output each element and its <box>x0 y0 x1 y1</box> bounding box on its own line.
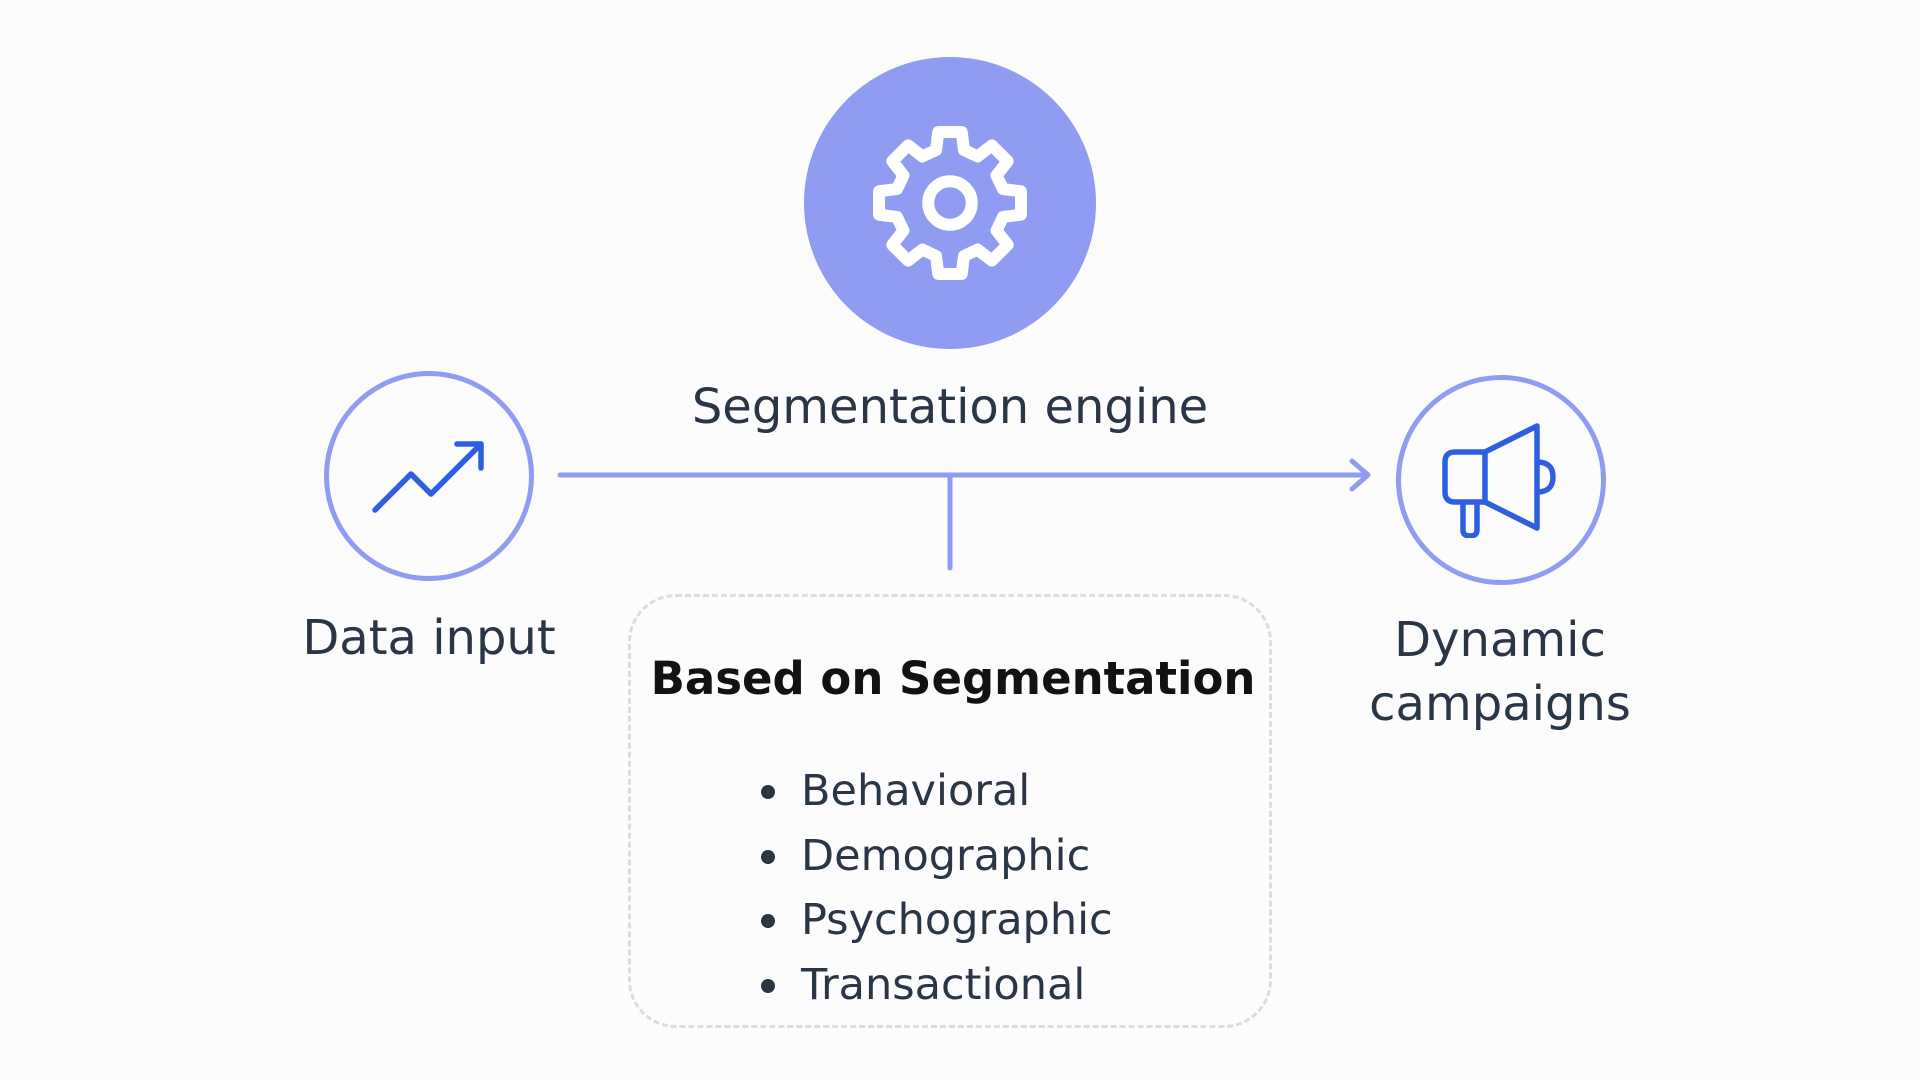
dynamic-campaigns-label-line1: Dynamic <box>1394 612 1606 668</box>
bullet-icon <box>761 785 775 799</box>
list-item: Transactional <box>761 953 1113 1018</box>
trend-up-icon <box>372 441 484 513</box>
segmentation-item-label: Demographic <box>801 830 1091 881</box>
data-input-label: Data input <box>302 610 556 666</box>
megaphone-icon <box>1442 423 1556 538</box>
engine-label: Segmentation engine <box>691 379 1209 435</box>
segmentation-list: Behavioral Demographic Psychographic Tra… <box>761 759 1113 1017</box>
segmentation-item-label: Psychographic <box>801 895 1113 945</box>
list-item: Behavioral <box>761 759 1113 824</box>
segmentation-box: Based on Segmentation Behavioral Demogra… <box>628 594 1272 1028</box>
dynamic-campaigns-label-line2: campaigns <box>1369 676 1631 732</box>
engine-node <box>804 57 1096 349</box>
segmentation-title: Based on Segmentation <box>650 652 1256 705</box>
gear-icon <box>873 126 1027 280</box>
list-item: Psychographic <box>761 888 1113 953</box>
bullet-icon <box>761 978 775 993</box>
bullet-icon <box>761 914 775 928</box>
segmentation-item-label: Behavioral <box>801 766 1031 816</box>
flow-arrowhead <box>1349 458 1371 492</box>
dynamic-campaigns-label: Dynamic campaigns <box>1330 608 1670 736</box>
dynamic-campaigns-node <box>1396 375 1606 585</box>
segmentation-item-label: Transactional <box>801 959 1086 1010</box>
bullet-icon <box>761 849 775 864</box>
list-item: Demographic <box>761 824 1113 889</box>
data-input-node <box>324 371 534 581</box>
